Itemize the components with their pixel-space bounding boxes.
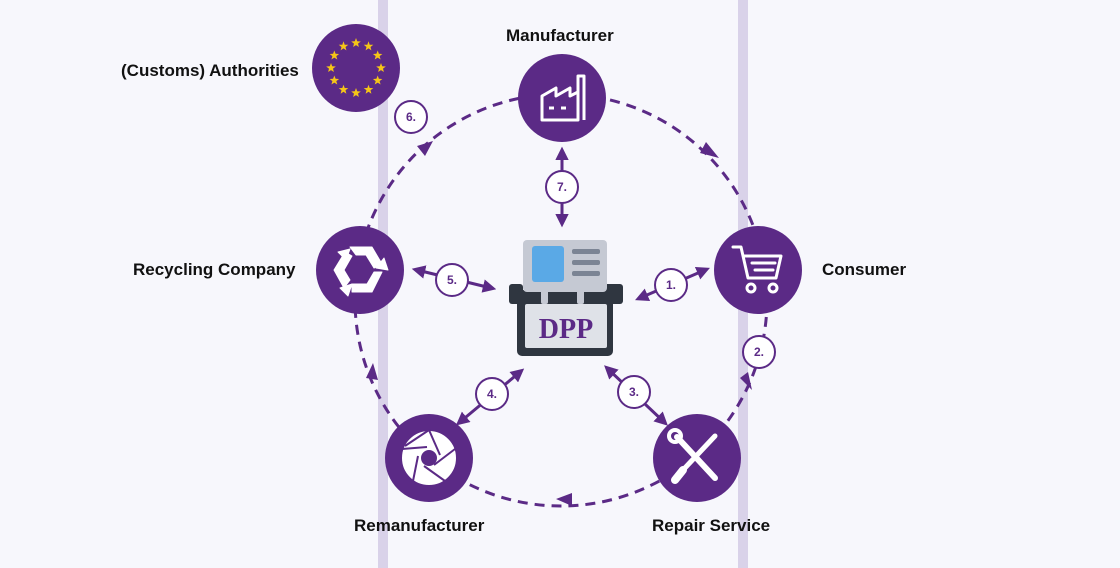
step-badge-7: 7. [545, 170, 579, 204]
ring-direction-arrows [366, 141, 752, 506]
svg-text:3.: 3. [629, 385, 639, 399]
ring-arrow-3 [556, 493, 572, 506]
svg-text:2.: 2. [754, 345, 764, 359]
eu-star [372, 50, 383, 60]
step-badge-3: 3. [617, 375, 651, 409]
manufacturer-node [518, 54, 606, 142]
svg-text:6.: 6. [406, 110, 416, 124]
ring-arrow-2 [740, 372, 752, 390]
dpp-label: DPP [539, 314, 593, 345]
svg-text:4.: 4. [487, 387, 497, 401]
ring-arrow-4 [366, 363, 378, 380]
eu-star [363, 41, 374, 51]
dpp-icon: DPP [509, 240, 623, 356]
recycling-company-node [316, 226, 404, 314]
svg-text:5.: 5. [447, 273, 457, 287]
manufacturer-label: Manufacturer [506, 26, 614, 45]
recycle-icon [333, 246, 389, 297]
eu-star [329, 50, 340, 60]
eu-star [363, 84, 374, 94]
eu-star [338, 41, 349, 51]
consumer-label: Consumer [822, 260, 907, 279]
svg-text:7.: 7. [557, 180, 567, 194]
authorities-label: (Customs) Authorities [121, 61, 299, 80]
eu-star [326, 63, 336, 72]
eu-star [338, 84, 349, 94]
svg-text:1.: 1. [666, 278, 676, 292]
factory-icon [540, 74, 586, 122]
step-badge-5: 5. [435, 263, 469, 297]
step-badge-1: 1. [654, 268, 688, 302]
eu-flag-icon [326, 38, 386, 97]
repair-service-label: Repair Service [652, 516, 771, 535]
eu-star [351, 88, 361, 97]
consumer-node [714, 226, 802, 314]
shopping-cart-icon [731, 245, 783, 294]
step-badge-2: 2. [742, 335, 776, 369]
recycling-company-label: Recycling Company [133, 260, 296, 279]
eu-star [351, 38, 361, 47]
remanufacturer-label: Remanufacturer [354, 516, 485, 535]
remanufacturer-node [385, 414, 473, 502]
aperture-icon [400, 429, 458, 487]
eu-star [372, 75, 383, 85]
repair-service-node [653, 414, 741, 502]
wrench-screwdriver-icon [667, 428, 718, 484]
step-badge-4: 4. [475, 377, 509, 411]
authorities-node [312, 24, 400, 112]
ring-arrow-1 [700, 142, 719, 158]
eu-star [329, 75, 340, 85]
step-badge-6: 6. [394, 100, 428, 134]
ring-arrow-5 [417, 141, 433, 156]
eu-star [376, 63, 386, 72]
